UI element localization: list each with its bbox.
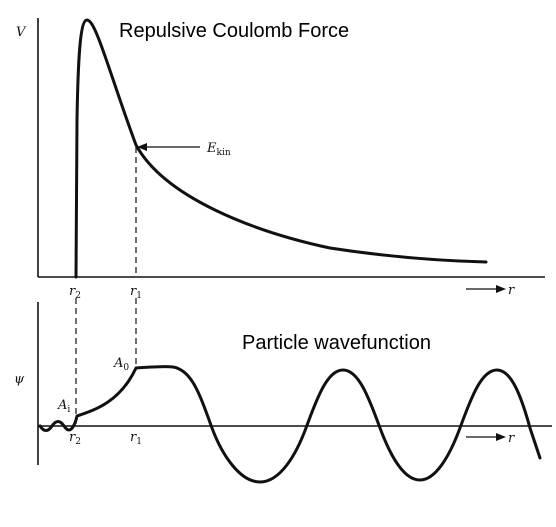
coulomb-potential-curve <box>74 18 488 279</box>
wavefunction-panel: ψ A0 Ai r2 r1 r Particle wavefunction <box>14 298 552 484</box>
wavefunction-y-axis-label: ψ <box>14 372 25 387</box>
potential-panel: V Ekin r2 r1 r Repulsive Coulomb Force <box>16 18 545 301</box>
r1-tick-label: r1 <box>130 430 142 447</box>
potential-r-arrow-head <box>496 285 506 293</box>
potential-y-axis-label: V <box>16 25 27 40</box>
r1-tick-label-top: r1 <box>130 284 142 301</box>
potential-x-axis-label: r <box>508 283 515 298</box>
wavefunction-r-arrow-head <box>496 433 506 441</box>
wavefunction-x-axis-label: r <box>508 431 515 446</box>
energy-label: Ekin <box>206 141 231 158</box>
r2-tick-label: r2 <box>69 430 81 447</box>
amplitude-outer-label: A0 <box>113 356 129 373</box>
amplitude-inner-label: Ai <box>57 398 70 415</box>
energy-arrow-head <box>137 143 147 151</box>
r2-tick-label-top: r2 <box>69 284 81 301</box>
potential-title: Repulsive Coulomb Force <box>119 20 349 42</box>
wavefunction-curve <box>38 365 542 484</box>
wavefunction-title: Particle wavefunction <box>242 332 431 354</box>
